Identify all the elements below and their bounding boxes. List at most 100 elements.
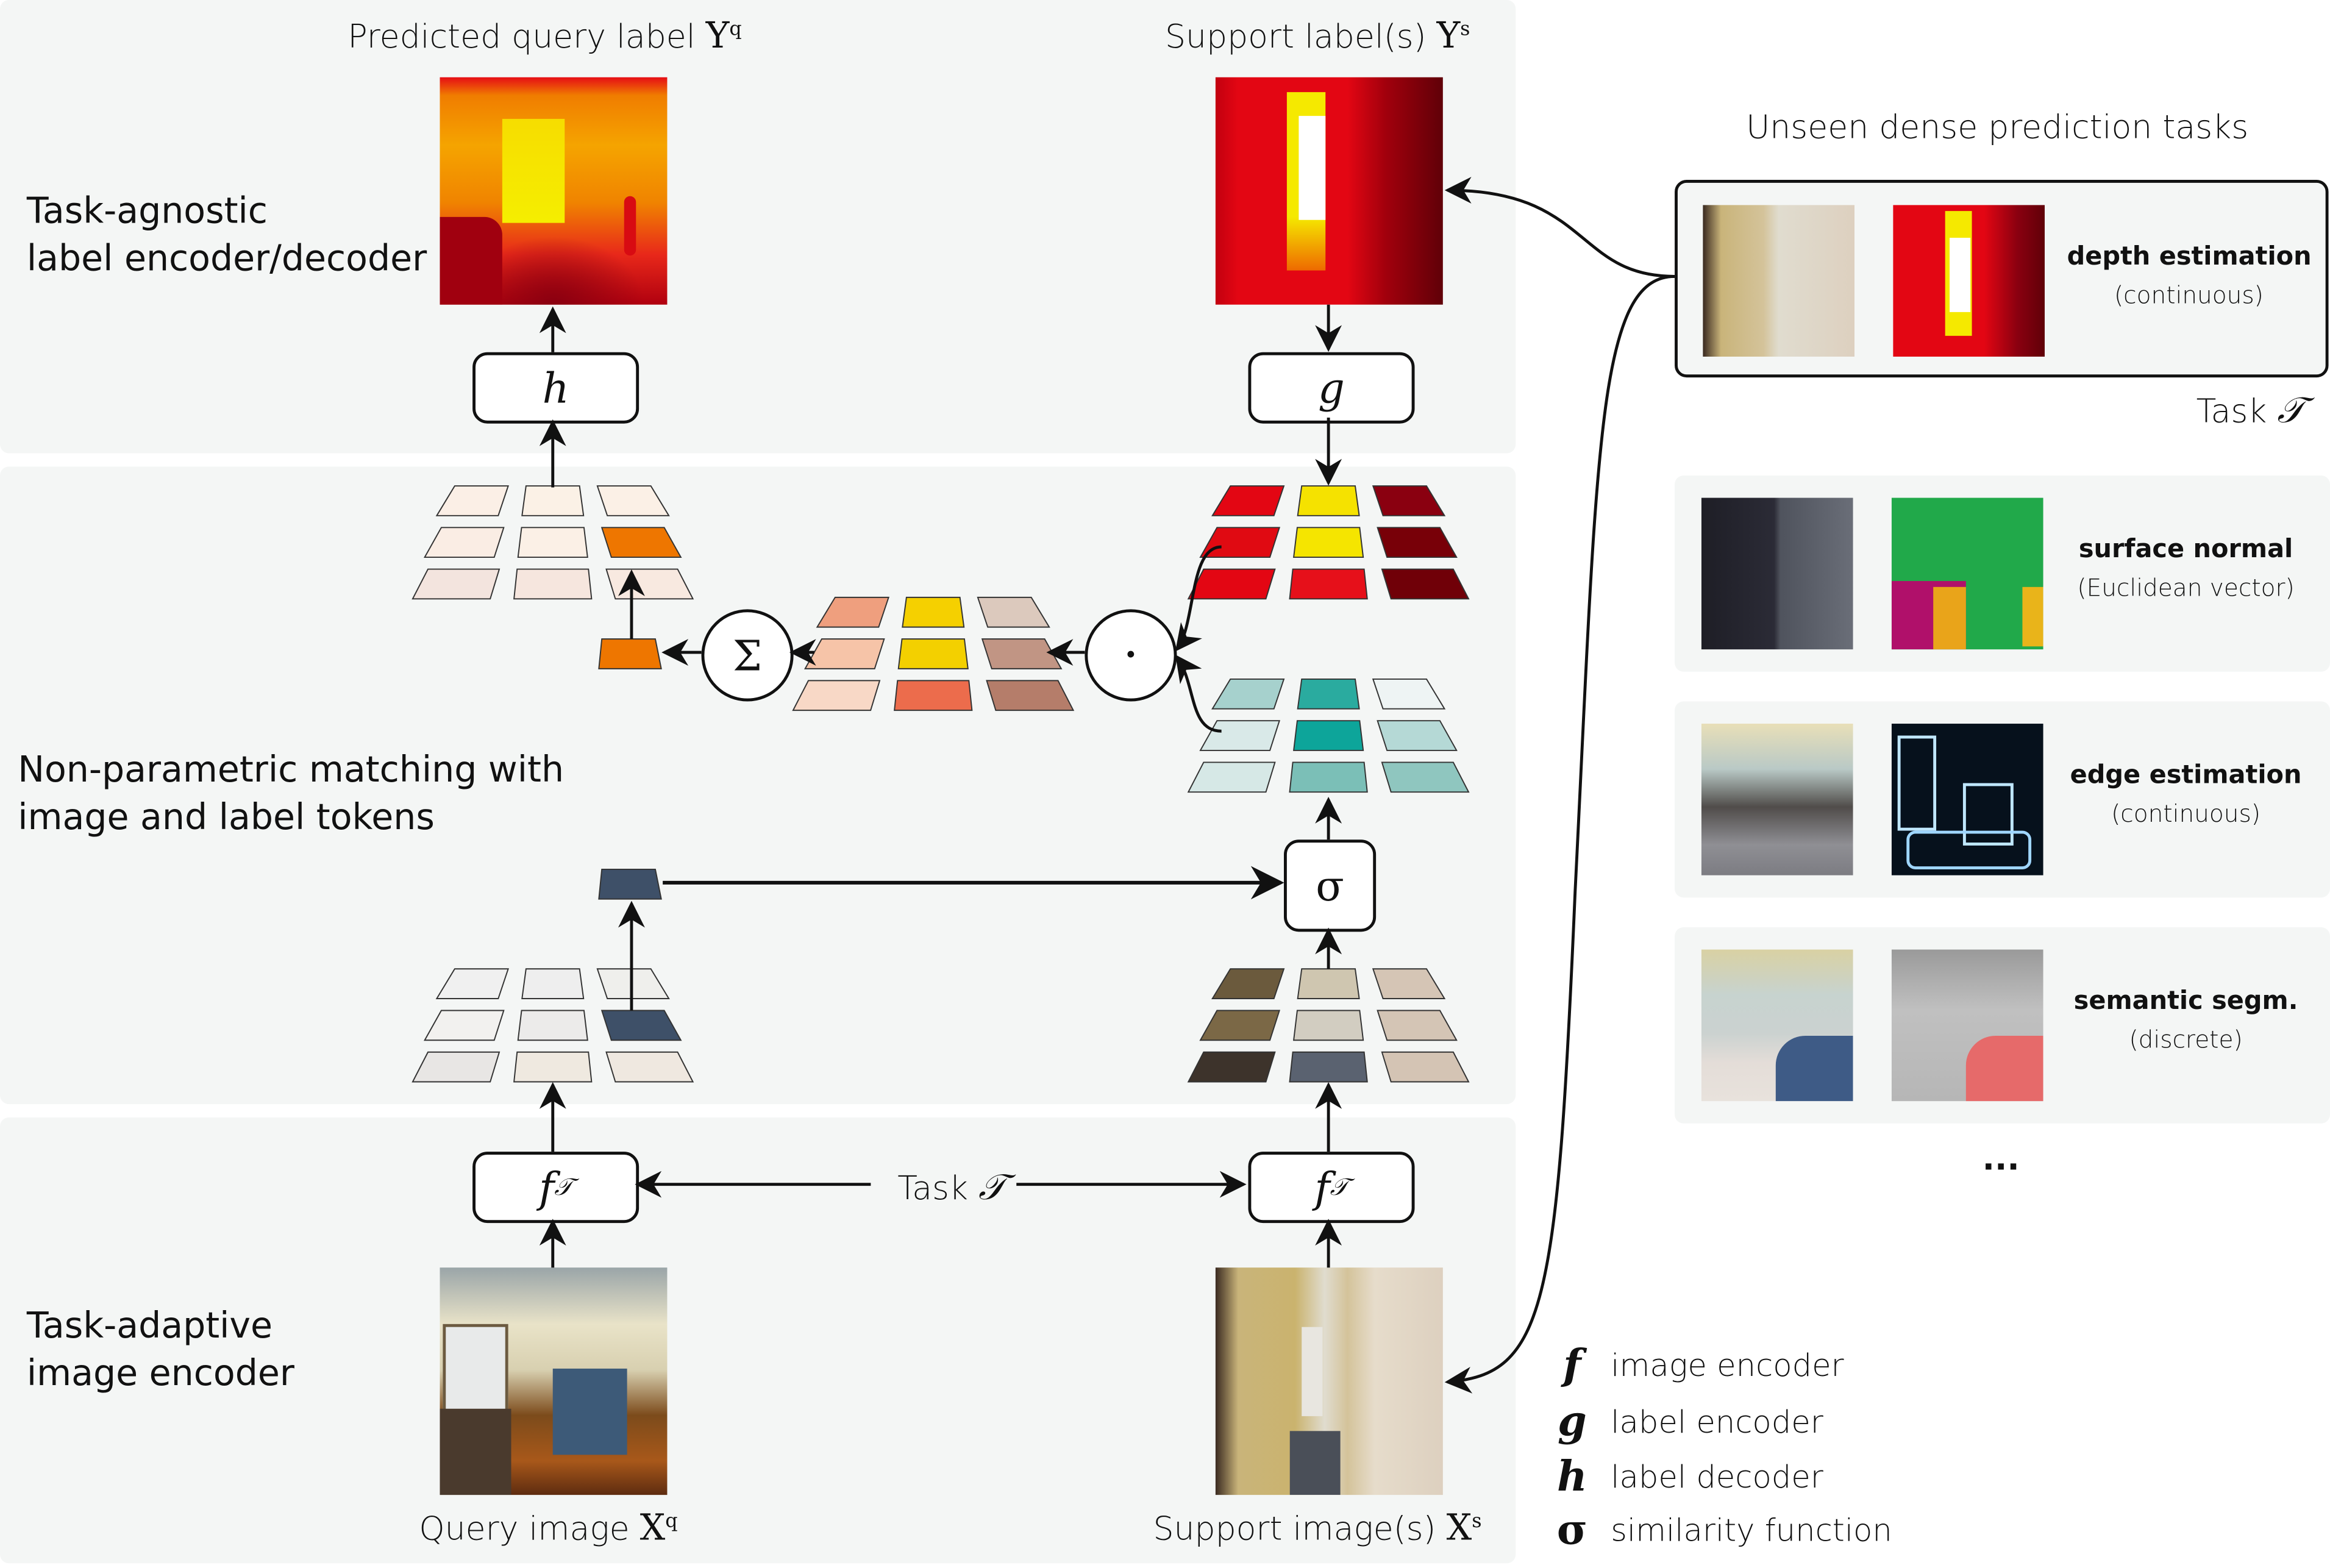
predicted-query-depth-map <box>440 77 668 305</box>
task-type-segmentation: (discrete) <box>2129 1025 2243 1054</box>
query-image-token-0-0 <box>435 968 509 999</box>
far-window-region <box>1299 116 1326 220</box>
weighted-label-token-2-1 <box>894 680 973 711</box>
support-depth-map <box>1215 77 1443 305</box>
task-depth-image <box>1703 205 1854 357</box>
similarity-token-2-0 <box>1187 761 1276 793</box>
pred-label-token-2-2 <box>605 568 694 600</box>
label-decoder-h-box[interactable]: h <box>472 352 640 424</box>
arrow-task-to-support-image <box>1444 274 1675 1394</box>
support-image-token-1-1 <box>1292 1010 1364 1041</box>
task-type-edge: (continuous) <box>2111 799 2261 828</box>
weighted-label-token-0-2 <box>977 596 1050 628</box>
window-region <box>443 1324 508 1419</box>
task-depth-label <box>1893 205 2045 357</box>
edge-window <box>1897 735 1937 831</box>
support-image-token-1-2 <box>1377 1010 1458 1041</box>
legend-row-h: h label decoder <box>1555 1452 1823 1500</box>
support-label-token-1-1 <box>1292 527 1364 558</box>
task-edge-image <box>1701 724 1853 875</box>
legend-symbol: f <box>1563 1340 1581 1390</box>
task-name-surface-normal: surface normal <box>2078 535 2293 565</box>
similarity-token-0-0 <box>1211 678 1285 710</box>
query-image-token-2-1 <box>513 1051 593 1083</box>
similarity-token-1-1 <box>1292 720 1364 751</box>
task-depth-window <box>1950 238 1971 312</box>
query-image-token-1-1 <box>517 1010 588 1041</box>
support-image <box>1215 1267 1443 1495</box>
similarity-token-2-1 <box>1289 761 1368 793</box>
query-image-token-2-0 <box>411 1051 501 1083</box>
similarity-token-0-2 <box>1372 678 1446 710</box>
task-edge-label <box>1891 724 2043 875</box>
task-type-surface-normal: (Euclidean vector) <box>2077 573 2295 602</box>
similarity-token-1-0 <box>1199 720 1281 751</box>
support-label-token-0-2 <box>1372 485 1446 516</box>
weighted-label-token-0-0 <box>816 596 889 628</box>
fireplace-region <box>552 1368 627 1455</box>
legend-label: similarity function <box>1611 1512 1892 1548</box>
task-card-edge[interactable]: edge estimation (continuous) <box>1675 701 2330 898</box>
section-label-codec: Task-agnostic label encoder/decoder <box>26 190 427 280</box>
support-label-token-1-2 <box>1377 527 1458 558</box>
task-card-depth[interactable]: depth estimation (continuous) <box>1675 179 2329 378</box>
seg-bed <box>1775 1035 1853 1102</box>
pred-label-token-1-0 <box>423 527 505 558</box>
query-image-token-0-1 <box>521 968 585 999</box>
task-seg-label <box>1891 949 2043 1102</box>
query-image <box>440 1267 668 1495</box>
task-name-edge: edge estimation <box>2070 761 2302 791</box>
similarity-token-0-1 <box>1297 678 1360 710</box>
legend-label: label decoder <box>1611 1458 1823 1494</box>
weighted-label-token-2-0 <box>792 680 881 711</box>
pred-label-token-0-0 <box>435 485 509 516</box>
edge-fireplace <box>1962 783 2014 846</box>
legend-row-g: g label encoder <box>1555 1397 1823 1445</box>
label-encoder-g-box[interactable]: g <box>1248 352 1415 424</box>
arrow-label-tokens-to-product <box>1175 545 1222 652</box>
support-label-token-2-0 <box>1187 568 1276 600</box>
weighted-label-token-1-2 <box>981 638 1063 669</box>
task-name-segmentation: semantic segm. <box>2073 986 2298 1017</box>
task-card-segmentation[interactable]: semantic segm. (discrete) <box>1675 927 2330 1124</box>
query-image-token-0-2 <box>596 968 670 999</box>
aggregated-query-label-token <box>598 638 662 669</box>
seg-mask <box>1965 1035 2043 1102</box>
pred-label-token-1-2 <box>600 527 682 558</box>
support-label-token-0-0 <box>1211 485 1285 516</box>
weighted-label-token-1-0 <box>803 638 885 669</box>
task-caption-middle: Task 𝒯 <box>885 1166 1018 1208</box>
pred-label-token-2-0 <box>411 568 501 600</box>
section-matching: Non-parametric matching with image and l… <box>18 749 565 838</box>
support-image-token-0-0 <box>1211 968 1285 999</box>
pred-label-token-0-1 <box>521 485 585 516</box>
legend-row-sigma: σ similarity function <box>1555 1505 1892 1554</box>
similarity-token-1-2 <box>1377 720 1458 751</box>
support-image-token-0-2 <box>1372 968 1446 999</box>
hall-window-region <box>1302 1327 1323 1416</box>
task-type-depth: (continuous) <box>2114 280 2264 309</box>
pred-label-token-0-2 <box>596 485 670 516</box>
query-image-token-1-0 <box>423 1010 505 1041</box>
caption-support-images: Support image(s) Xs <box>1153 1506 1482 1548</box>
pred-label-token-1-1 <box>517 527 588 558</box>
task-card-surface-normal[interactable]: surface normal (Euclidean vector) <box>1675 476 2330 672</box>
similarity-token-2-2 <box>1381 761 1470 793</box>
support-image-token-2-2 <box>1381 1051 1470 1083</box>
weighted-label-token-2-2 <box>986 680 1075 711</box>
floor-tiles-region <box>1289 1431 1341 1495</box>
query-image-token-2-2 <box>605 1051 694 1083</box>
support-label-token-2-1 <box>1289 568 1368 600</box>
normal-orange <box>1933 586 1966 650</box>
normal-yellow <box>2022 586 2043 647</box>
task-normal-image <box>1701 497 1853 650</box>
edge-couch <box>1906 830 2032 869</box>
task-name-depth: depth estimation <box>2067 242 2312 273</box>
sum-operator[interactable]: Σ <box>701 609 794 702</box>
query-image-token-1-2 <box>600 1010 682 1041</box>
support-image-token-2-1 <box>1289 1051 1368 1083</box>
weighted-label-token-0-1 <box>902 596 965 628</box>
